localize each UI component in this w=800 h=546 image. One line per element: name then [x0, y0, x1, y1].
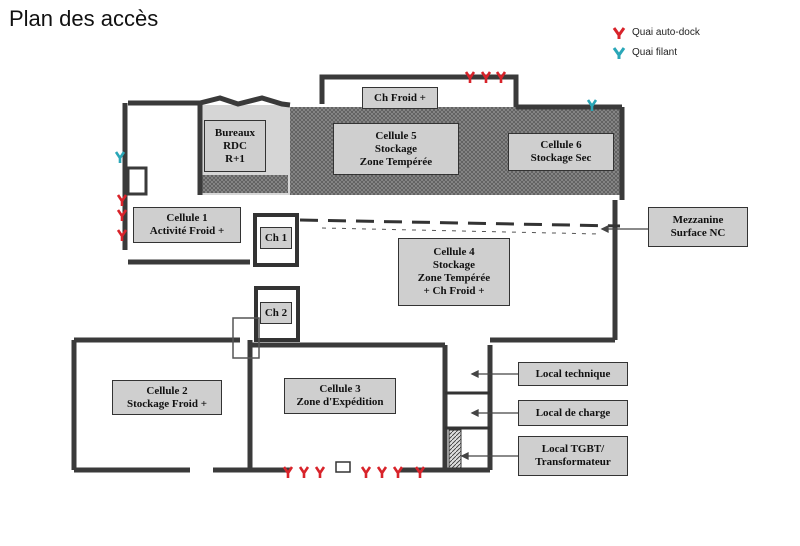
dock-marker-icon — [314, 466, 326, 478]
walls — [71, 74, 625, 473]
dock-marker-icon — [612, 27, 626, 39]
legend-quai-filant: Quai filant — [632, 47, 678, 58]
auto-dock-markers — [116, 71, 507, 478]
dock-marker-icon — [116, 209, 128, 221]
legend-auto-dock: Quai auto-dock — [632, 27, 700, 38]
callout-local-de-charge: Local de charge — [518, 400, 628, 426]
tgbt-hatch — [448, 429, 462, 469]
quai-filant-markers — [114, 99, 598, 163]
callout-arrows — [460, 224, 648, 461]
dock-marker-icon — [114, 151, 126, 163]
dock-marker-icon — [392, 466, 404, 478]
dock-marker-icon — [116, 194, 128, 206]
dock-marker-icon — [360, 466, 372, 478]
door-icon — [335, 461, 351, 473]
dock-marker-icon — [480, 71, 492, 83]
callout-local-tgbt: Local TGBT/Transformateur — [518, 436, 628, 476]
room-ch-froid: Ch Froid + — [362, 87, 438, 109]
dock-marker-icon — [282, 466, 294, 478]
dock-marker-icon — [612, 47, 626, 59]
ch1-box — [253, 213, 299, 267]
dock-marker-icon — [464, 71, 476, 83]
page-title: Plan des accès — [9, 6, 159, 31]
dock-marker-icon — [495, 71, 507, 83]
room-ch-1: Ch 1 — [260, 227, 292, 249]
dock-marker-icon — [586, 99, 598, 111]
mezzanine-line — [299, 218, 621, 228]
ch2-outline — [232, 317, 260, 359]
dock-marker-icon — [414, 466, 426, 478]
hatched-zone — [202, 175, 288, 193]
room-ch-2: Ch 2 — [260, 302, 292, 324]
callout-local-technique: Local technique — [518, 362, 628, 386]
ch2-box — [254, 286, 300, 342]
dock-marker-icon — [376, 466, 388, 478]
dock-marker-icon — [116, 229, 128, 241]
mezzanine-line — [321, 227, 601, 235]
dock-marker-icon — [298, 466, 310, 478]
